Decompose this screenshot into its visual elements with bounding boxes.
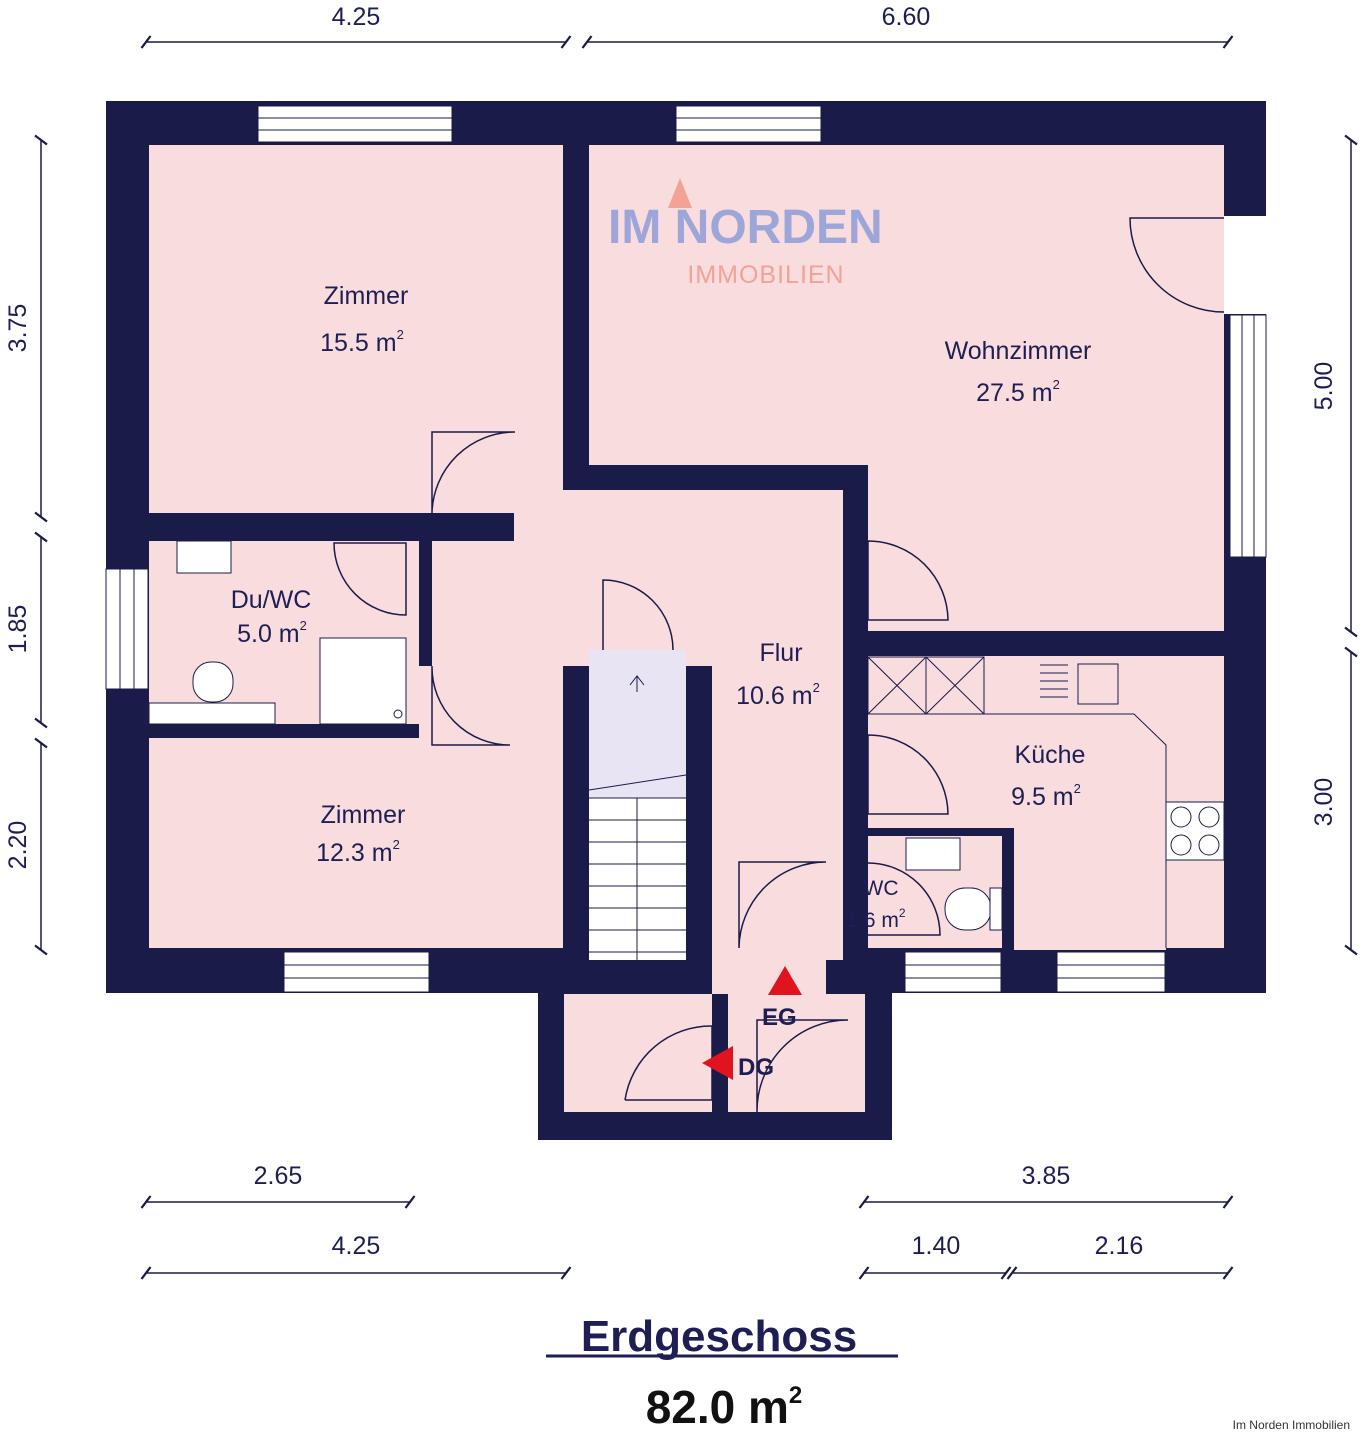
credit-text: Im Norden Immobilien xyxy=(1233,1418,1350,1432)
room-name-flur: Flur xyxy=(759,639,802,667)
dim-right-top: 5.00 xyxy=(1310,362,1338,411)
room-name-kueche: Küche xyxy=(1015,741,1086,769)
dimension-labels: 4.25 6.60 3.75 1.85 2.20 5.00 3.00 2.65 … xyxy=(4,3,1338,1260)
room-area-flur: 10.6 m2 xyxy=(736,680,820,710)
dim-bottom-right-2a: 1.40 xyxy=(912,1232,961,1260)
room-labels: Zimmer 15.5 m2 Wohnzimmer 27.5 m2 Du/WC … xyxy=(231,282,1092,932)
room-name-wohnzimmer: Wohnzimmer xyxy=(945,337,1092,365)
total-area: 82.0 m2 xyxy=(646,1381,803,1433)
dim-bottom-left-2: 4.25 xyxy=(332,1232,381,1260)
dim-left-top: 3.75 xyxy=(4,304,32,353)
plan-title: Erdgeschoss 82.0 m2 xyxy=(546,1312,898,1433)
room-area-zimmer2: 12.3 m2 xyxy=(316,837,400,867)
logo-main-text: IM NORDEN xyxy=(608,201,883,254)
windows xyxy=(105,105,1267,993)
room-floors xyxy=(149,145,1224,1112)
logo-mark-icon xyxy=(668,178,692,208)
doors xyxy=(333,216,1266,1113)
room-area-duwc: 5.0 m2 xyxy=(237,618,307,648)
room-name-zimmer2: Zimmer xyxy=(321,801,406,829)
eg-label: EG xyxy=(762,1004,797,1031)
dim-bottom-left-1: 2.65 xyxy=(254,1162,303,1190)
room-name-duwc: Du/WC xyxy=(231,586,312,614)
floor-title: Erdgeschoss xyxy=(581,1312,857,1361)
room-area-zimmer1: 15.5 m2 xyxy=(320,327,404,357)
dim-right-bottom: 3.00 xyxy=(1310,778,1338,827)
floor-markers: EG DG xyxy=(702,966,802,1081)
dimension-lines xyxy=(34,35,1358,1280)
room-name-wc: WC xyxy=(864,877,899,900)
eg-arrow-icon xyxy=(768,966,802,995)
dim-bottom-right-2b: 2.16 xyxy=(1095,1232,1144,1260)
room-area-wohnzimmer: 27.5 m2 xyxy=(976,377,1060,407)
dim-left-bottom: 2.20 xyxy=(4,821,32,870)
room-area-wc: 1.6 m2 xyxy=(846,906,906,932)
company-logo: IM NORDEN IMMOBILIEN xyxy=(608,178,883,289)
room-area-kueche: 9.5 m2 xyxy=(1011,781,1081,811)
dg-label: DG xyxy=(738,1054,774,1081)
fixtures xyxy=(148,540,1225,948)
dim-left-mid: 1.85 xyxy=(4,605,32,654)
dim-top-left: 4.25 xyxy=(332,3,381,31)
dim-top-right: 6.60 xyxy=(882,3,931,31)
dg-arrow-icon xyxy=(702,1046,733,1080)
room-name-zimmer1: Zimmer xyxy=(324,282,409,310)
dim-bottom-right-1: 3.85 xyxy=(1022,1162,1071,1190)
stair xyxy=(588,675,687,972)
logo-sub-text: IMMOBILIEN xyxy=(687,261,844,289)
